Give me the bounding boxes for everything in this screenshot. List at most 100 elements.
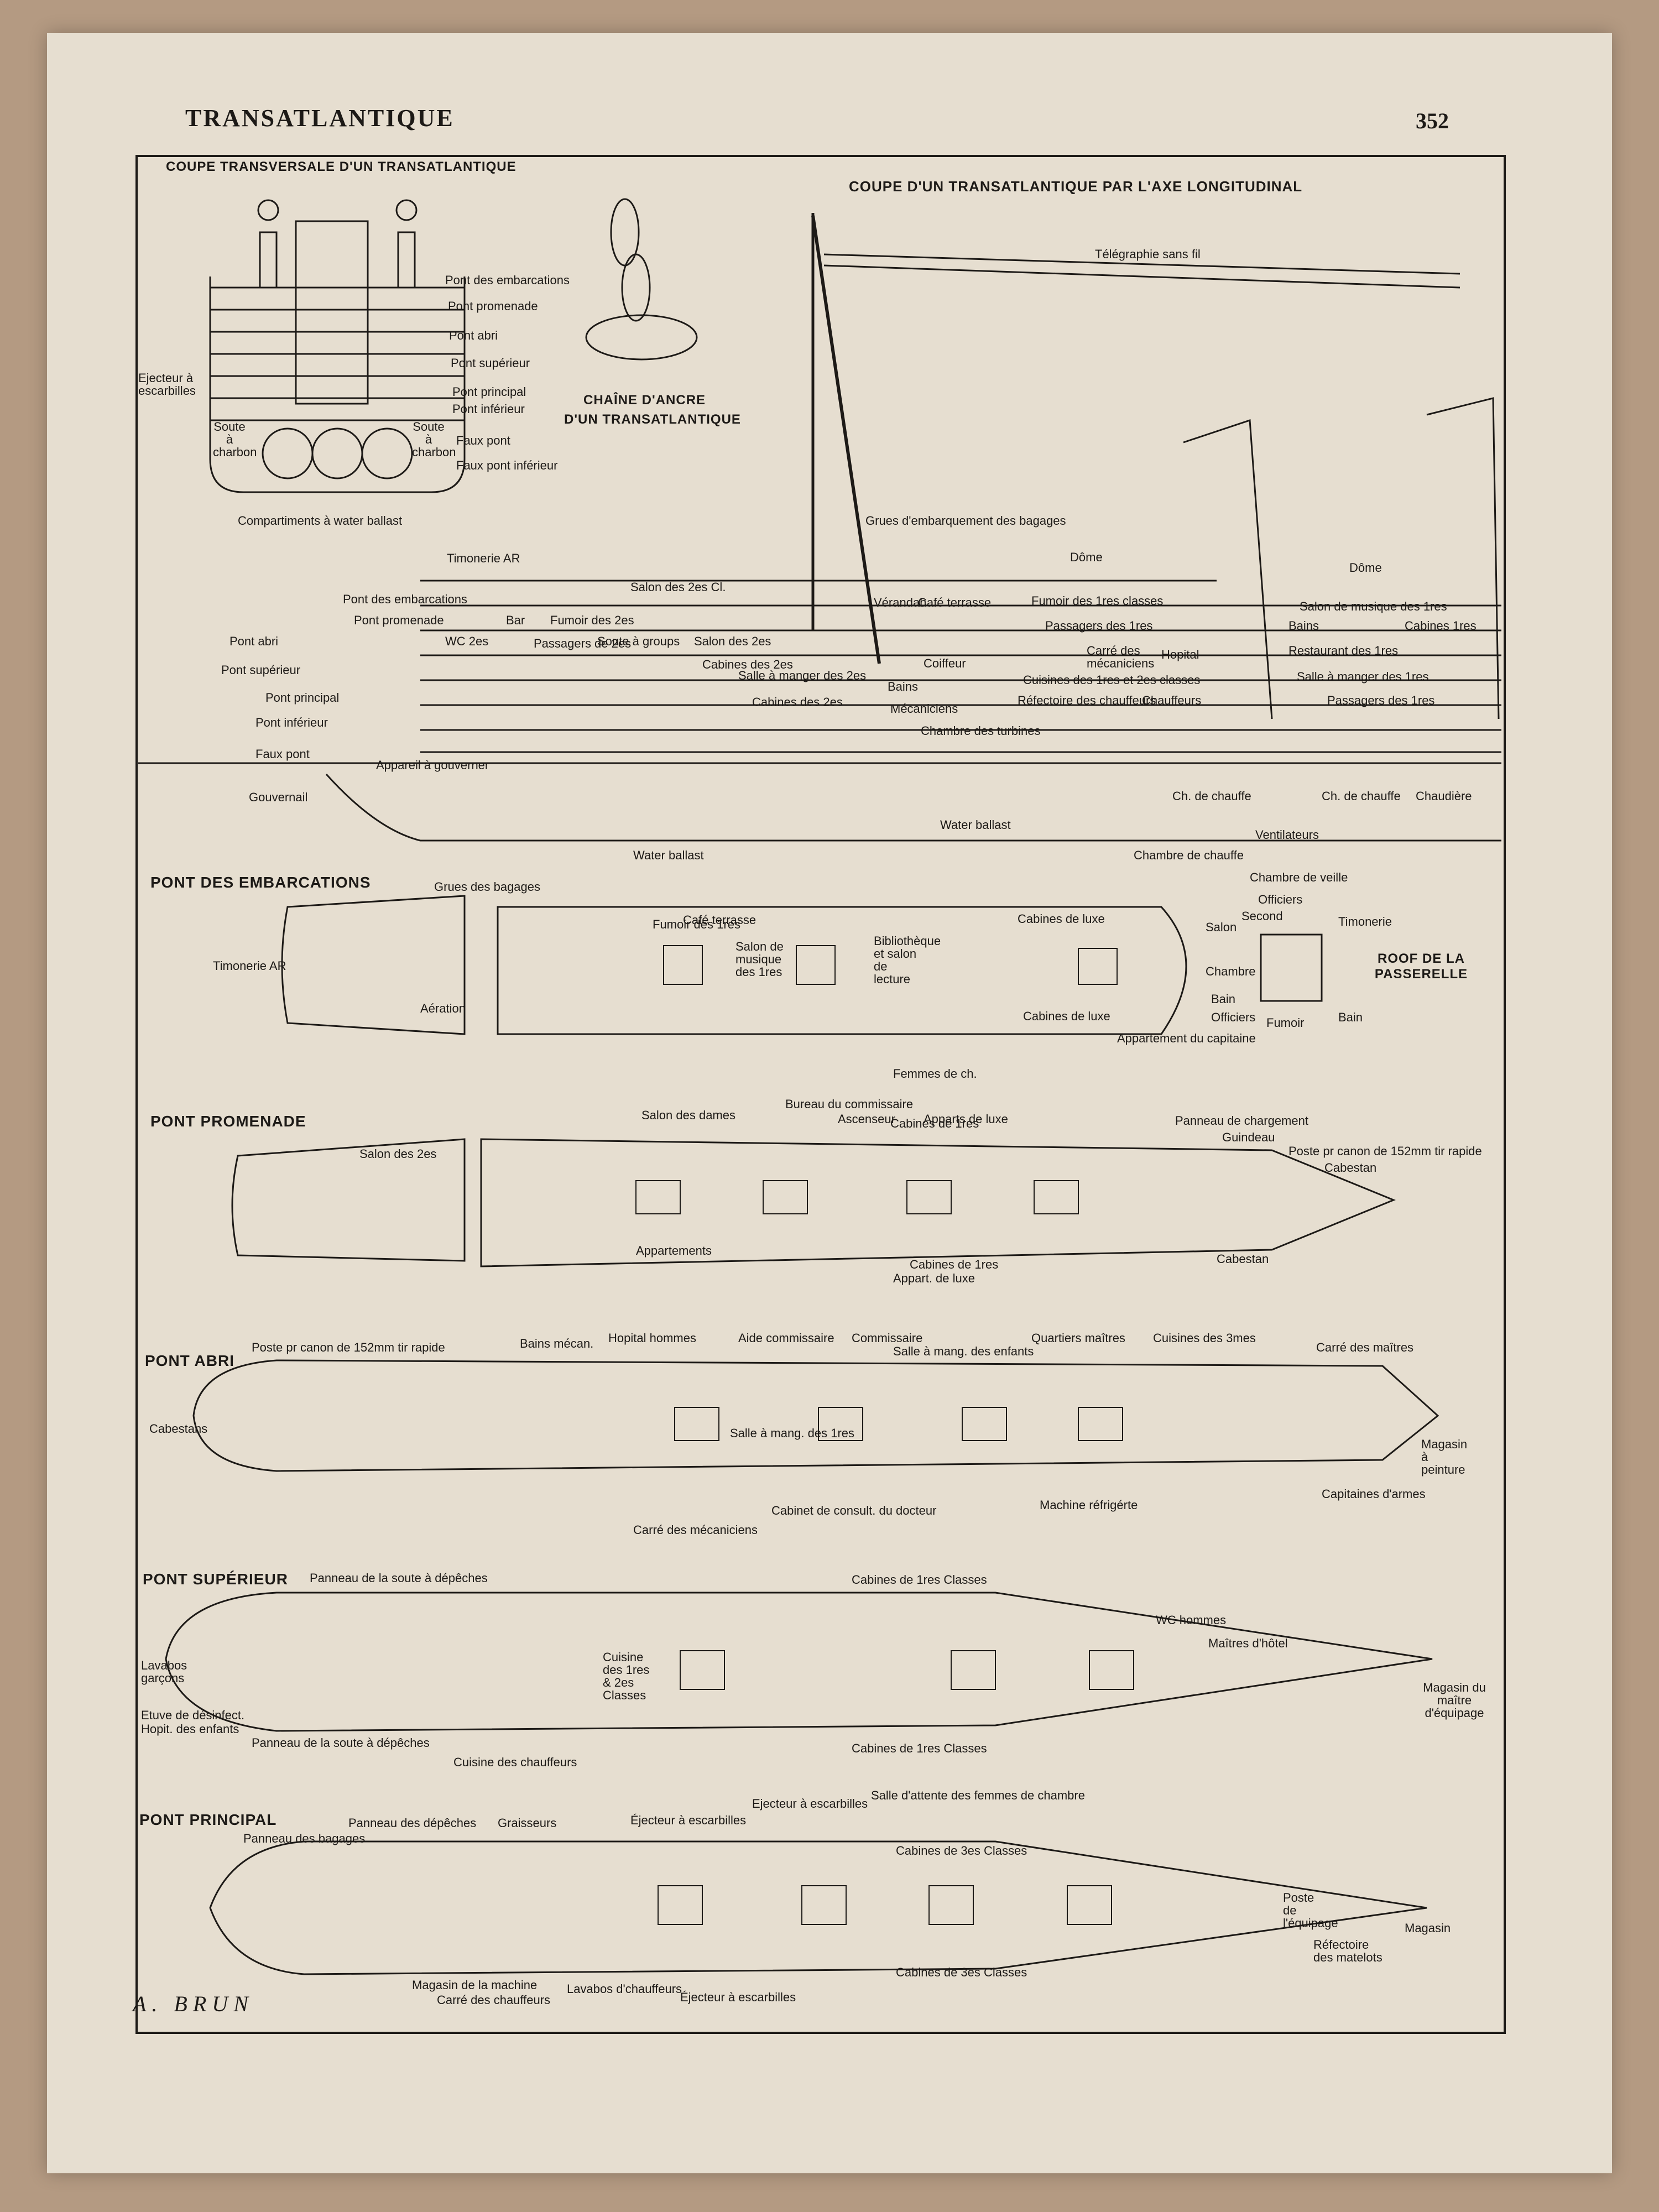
transverse-label: Faux pont <box>456 434 510 447</box>
deck-title-promenade: PONT PROMENADE <box>150 1113 306 1130</box>
transverse-label: Pont des embarcations <box>445 273 570 287</box>
deck-label: Magasin de la machine <box>412 1978 538 1992</box>
long-label: Appareil à gouverner <box>376 758 489 772</box>
superieur-outline <box>165 1592 1433 1732</box>
deck-label: Cuisine des chauffeurs <box>453 1755 577 1769</box>
long-label: Cabines des 2es <box>752 695 843 709</box>
deck-label: Cabines de luxe <box>1023 1009 1110 1023</box>
deck-label: Poste de l'équipage <box>1283 1891 1338 1931</box>
long-label: Water ballast <box>633 848 704 862</box>
long-label: Restaurant des 1res <box>1288 644 1399 658</box>
long-label: Passagers de 2es <box>534 637 632 650</box>
deck-label: Pont principal <box>265 691 340 705</box>
transverse-label: Pont abri <box>449 328 498 342</box>
long-label: Grues d'embarquement des bagages <box>865 514 1066 528</box>
long-label: Télégraphie sans fil <box>1095 247 1201 261</box>
deck-label: Salon des 2es <box>359 1147 437 1161</box>
plate-frame <box>135 155 1506 2034</box>
long-label: Salle à manger des 1res <box>1297 670 1429 684</box>
deck-label: Carré des mécaniciens <box>633 1523 758 1537</box>
encyclopedia-page <box>47 33 1612 2173</box>
transverse-label: Pont promenade <box>448 299 538 313</box>
long-label: Salle à manger des 2es <box>738 669 867 682</box>
deck-label: Ejecteur à escarbilles <box>752 1797 868 1811</box>
deck-label: Hopit. des enfants <box>141 1722 239 1736</box>
deck-label: Cabestans <box>149 1422 208 1436</box>
embarcations-main-outline <box>497 906 1187 1035</box>
deck-label: Panneau de chargement <box>1175 1114 1308 1128</box>
deck-label: Appart. de luxe <box>893 1271 975 1285</box>
deck-label: Magasin à peinture <box>1421 1437 1468 1477</box>
transverse-hull-outline <box>209 276 466 493</box>
deck-label: Ascenseur <box>838 1112 895 1126</box>
deck-title-superieur: PONT SUPÉRIEUR <box>143 1571 288 1588</box>
deck-label: Apparts de luxe <box>924 1112 1008 1126</box>
deck-label: Capitaines d'armes <box>1322 1487 1426 1501</box>
promenade-main-outline <box>480 1138 1396 1267</box>
deck-label: Second <box>1241 909 1283 923</box>
anchor-chain-title-1: CHAÎNE D'ANCRE <box>583 393 706 408</box>
deck-label: Timonerie AR <box>447 551 520 565</box>
long-label: Salon des 2es Cl. <box>630 580 726 594</box>
long-label: Dôme <box>1349 561 1382 575</box>
deck-label: Pont des embarcations <box>343 592 468 606</box>
deck-label: Cabines de luxe <box>1018 912 1105 926</box>
deck-label: Cuisine des 1res & 2es Classes <box>603 1650 650 1703</box>
deck-label: Pont abri <box>229 634 279 648</box>
long-label: Ventilateurs <box>1255 828 1319 842</box>
deck-label: Salle à mang. des enfants <box>893 1344 1034 1358</box>
deck-label: Guindeau <box>1222 1130 1275 1144</box>
deck-label: Etuve de désinfect. <box>141 1708 245 1722</box>
deck-label: Bain <box>1338 1010 1363 1024</box>
deck-label: Cabines de 1res <box>910 1258 999 1271</box>
deck-label: Cabestan <box>1324 1161 1377 1175</box>
deck-label: Pont inférieur <box>255 716 328 729</box>
deck-label: Appartement du capitaine <box>1117 1031 1256 1045</box>
deck-label: Chambre de veille <box>1250 870 1348 884</box>
deck-title-abri: PONT ABRI <box>145 1352 234 1369</box>
transverse-label: Soute à charbon <box>213 420 257 460</box>
deck-label: Café terrasse <box>683 913 757 927</box>
deck-label: Salle à mang. des 1res <box>730 1426 855 1440</box>
transverse-label: Pont principal <box>452 385 526 399</box>
long-label: Ch. de chauffe <box>1322 789 1401 803</box>
transverse-label: Compartiments à water ballast <box>238 514 403 528</box>
deck-label: Poste pr canon de 152mm tir rapide <box>1288 1144 1482 1158</box>
long-label: Dôme <box>1070 550 1103 564</box>
deck-label: Panneau des bagages <box>243 1832 366 1845</box>
long-label: Cabines des 2es <box>702 658 793 671</box>
deck-label: Commissaire <box>852 1331 923 1345</box>
deck-label: Cuisines des 3mes <box>1153 1331 1256 1345</box>
running-title: TRANSATLANTIQUE <box>185 105 455 132</box>
deck-label: Timonerie AR <box>213 959 286 973</box>
deck-label: Cabines de 1res <box>890 1117 979 1130</box>
deck-label: Femmes de ch. <box>893 1067 977 1081</box>
deck-label: Éjecteur à escarbilles <box>680 1990 796 2004</box>
transverse-label: Faux pont inférieur <box>456 458 558 472</box>
long-label: Bains <box>1288 619 1319 633</box>
deck-label: Cabines de 1res Classes <box>852 1741 987 1755</box>
deck-label: Maîtres d'hôtel <box>1208 1636 1288 1650</box>
principal-outline <box>209 1840 1427 1975</box>
long-label: Cuisines des 1res et 2es classes <box>1023 673 1201 687</box>
deck-label: Bureau du commissaire <box>785 1097 914 1111</box>
deck-label: Lavabos garçons <box>141 1658 187 1686</box>
deck-label: Timonerie <box>1338 915 1392 928</box>
long-label: Cabines 1res <box>1405 619 1477 633</box>
long-label: Café terrasse <box>918 596 992 609</box>
long-label: Bains <box>888 680 919 693</box>
transverse-section-title: COUPE TRANSVERSALE D'UN TRANSATLANTIQUE <box>166 159 517 174</box>
deck-label: Magasin <box>1405 1921 1451 1935</box>
deck-label: Panneau des dépêches <box>348 1816 477 1830</box>
deck-label: Cabines de 1res Classes <box>852 1573 987 1587</box>
transverse-label: Soute à charbon <box>412 420 456 460</box>
long-label: Chauffeurs <box>1142 693 1202 707</box>
deck-label: Salon <box>1206 920 1237 934</box>
deck-label: Cabinet de consult. du docteur <box>771 1504 937 1517</box>
deck-label: Aération <box>420 1001 466 1015</box>
long-label: Soute à groups <box>597 634 680 648</box>
abri-outline <box>192 1359 1439 1472</box>
deck-label: Fumoir des 1res <box>653 917 740 931</box>
keel-line <box>325 773 1501 842</box>
deck-label: Hopital hommes <box>608 1331 696 1345</box>
